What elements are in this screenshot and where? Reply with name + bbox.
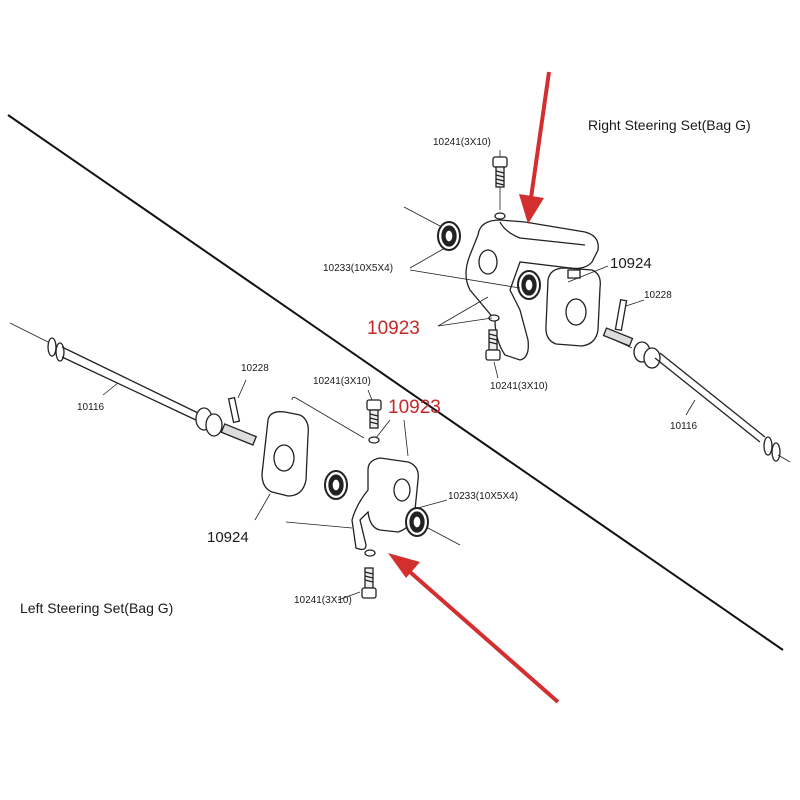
- left-knuckle-label: 10924: [207, 529, 249, 546]
- left-bottom-screw: [361, 567, 377, 599]
- left-axle: [9, 322, 258, 446]
- right-axle: [602, 327, 791, 463]
- left-red-arrow: [408, 570, 560, 704]
- left-top-screw: [366, 399, 382, 429]
- left-leader-lines: [102, 379, 448, 601]
- left-screw-top-label: 10241(3X10): [313, 376, 371, 387]
- red-arrows: [388, 71, 560, 704]
- right-red-part-label: 10923: [367, 318, 420, 339]
- right-knuckle-label: 10924: [610, 255, 652, 272]
- left-bearing-upper: [324, 470, 348, 500]
- right-screw-top-label: 10241(3X10): [433, 137, 491, 148]
- right-leader-lines: [409, 150, 696, 416]
- right-set-title: Right Steering Set(Bag G): [588, 117, 751, 133]
- right-steering-arm: [465, 219, 599, 361]
- right-axle-label: 10116: [670, 421, 698, 432]
- left-top-washer: [368, 436, 380, 444]
- right-top-washer: [494, 212, 506, 220]
- left-set-title: Left Steering Set(Bag G): [20, 600, 174, 616]
- right-screw-bottom-label: 10241(3X10): [490, 381, 548, 392]
- left-axle-label: 10116: [77, 402, 105, 413]
- left-red-part-label: 10923: [388, 397, 441, 418]
- left-pin: [227, 396, 241, 424]
- right-bearing-upper: [437, 221, 461, 251]
- left-bearing-label: 10233(10X5X4): [448, 491, 519, 502]
- right-pin-label: 10228: [644, 290, 672, 301]
- left-bearing-lower: [405, 507, 429, 537]
- left-steering-set: [9, 322, 461, 599]
- left-steering-arm: [351, 457, 419, 551]
- right-red-arrow: [529, 71, 551, 199]
- right-pin: [614, 298, 628, 332]
- right-bottom-screw: [485, 329, 501, 361]
- left-bottom-washer: [364, 549, 376, 557]
- right-top-screw: [492, 156, 508, 210]
- right-bearing-lower: [517, 270, 541, 300]
- left-pin-label: 10228: [241, 363, 269, 374]
- right-part-washer: [488, 314, 500, 322]
- right-bearing-label: 10233(10X5X4): [323, 263, 394, 274]
- left-screw-bottom-label: 10241(3X10): [294, 595, 352, 606]
- section-divider-line: [7, 114, 784, 651]
- right-steering-set: [403, 156, 791, 463]
